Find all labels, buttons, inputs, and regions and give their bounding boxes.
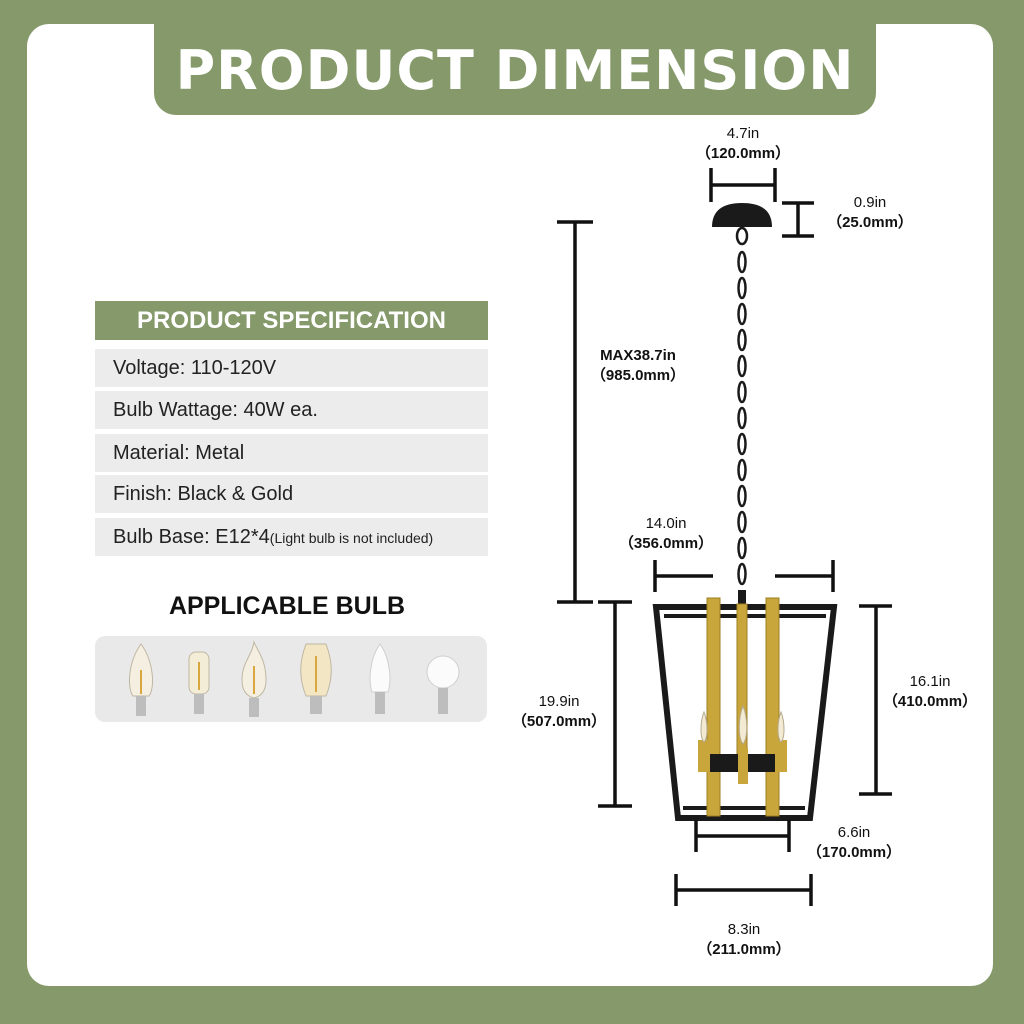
dim-base-width — [674, 874, 813, 906]
dim-bottom-width — [694, 820, 791, 852]
label-base-width: 8.3in （211.0mm） — [697, 921, 791, 958]
bulb-base-text: Bulb Base: E12*4 — [113, 526, 270, 548]
ceiling-canopy — [712, 203, 772, 227]
applicable-bulb-title: APPLICABLE BULB — [168, 592, 406, 620]
frosted-candle-bulb-icon — [369, 643, 391, 714]
chain-coupling — [738, 590, 746, 604]
dim-cage-height — [859, 604, 892, 796]
dim-max-height — [557, 220, 593, 604]
hanging-chain — [735, 226, 749, 586]
edison-bulb-icon — [300, 643, 332, 714]
bulb-panel — [95, 636, 487, 722]
spec-row-finish: Finish: Black & Gold — [95, 475, 488, 513]
label-bottom-width: 6.6in （170.0mm） — [806, 824, 902, 861]
dim-body-height — [598, 600, 632, 808]
flame-tip-bulb-icon — [241, 640, 267, 717]
spec-row-bulb-base: Bulb Base: E12*4(Light bulb is not inclu… — [95, 518, 488, 556]
candle-bulb-icon — [128, 643, 154, 716]
dim-canopy-height — [782, 201, 814, 238]
spec-row-wattage: Bulb Wattage: 40W ea. — [95, 391, 488, 429]
dim-top-width — [653, 560, 835, 592]
page-title: PRODUCT DIMENSION — [175, 39, 855, 102]
label-canopy-height: 0.9in （25.0mm） — [827, 194, 913, 231]
candle-sockets — [698, 704, 787, 784]
label-canopy-width: 4.7in （120.0mm） — [695, 125, 791, 162]
globe-bulb-icon — [426, 655, 460, 714]
label-top-width: 14.0in （356.0mm） — [618, 515, 714, 552]
spec-row-material: Material: Metal — [95, 434, 488, 472]
spec-header: PRODUCT SPECIFICATION — [95, 301, 488, 340]
label-cage-height: 16.1in （410.0mm） — [882, 673, 978, 710]
dim-canopy-width — [709, 168, 777, 202]
tubular-bulb-icon — [188, 651, 210, 714]
bulb-base-note: (Light bulb is not included) — [269, 530, 434, 546]
title-banner — [154, 22, 876, 115]
label-body-height: 19.9in （507.0mm） — [511, 693, 607, 730]
spec-row-voltage: Voltage: 110-120V — [95, 349, 488, 387]
label-max-height: MAX38.7in （985.0mm） — [590, 347, 686, 384]
